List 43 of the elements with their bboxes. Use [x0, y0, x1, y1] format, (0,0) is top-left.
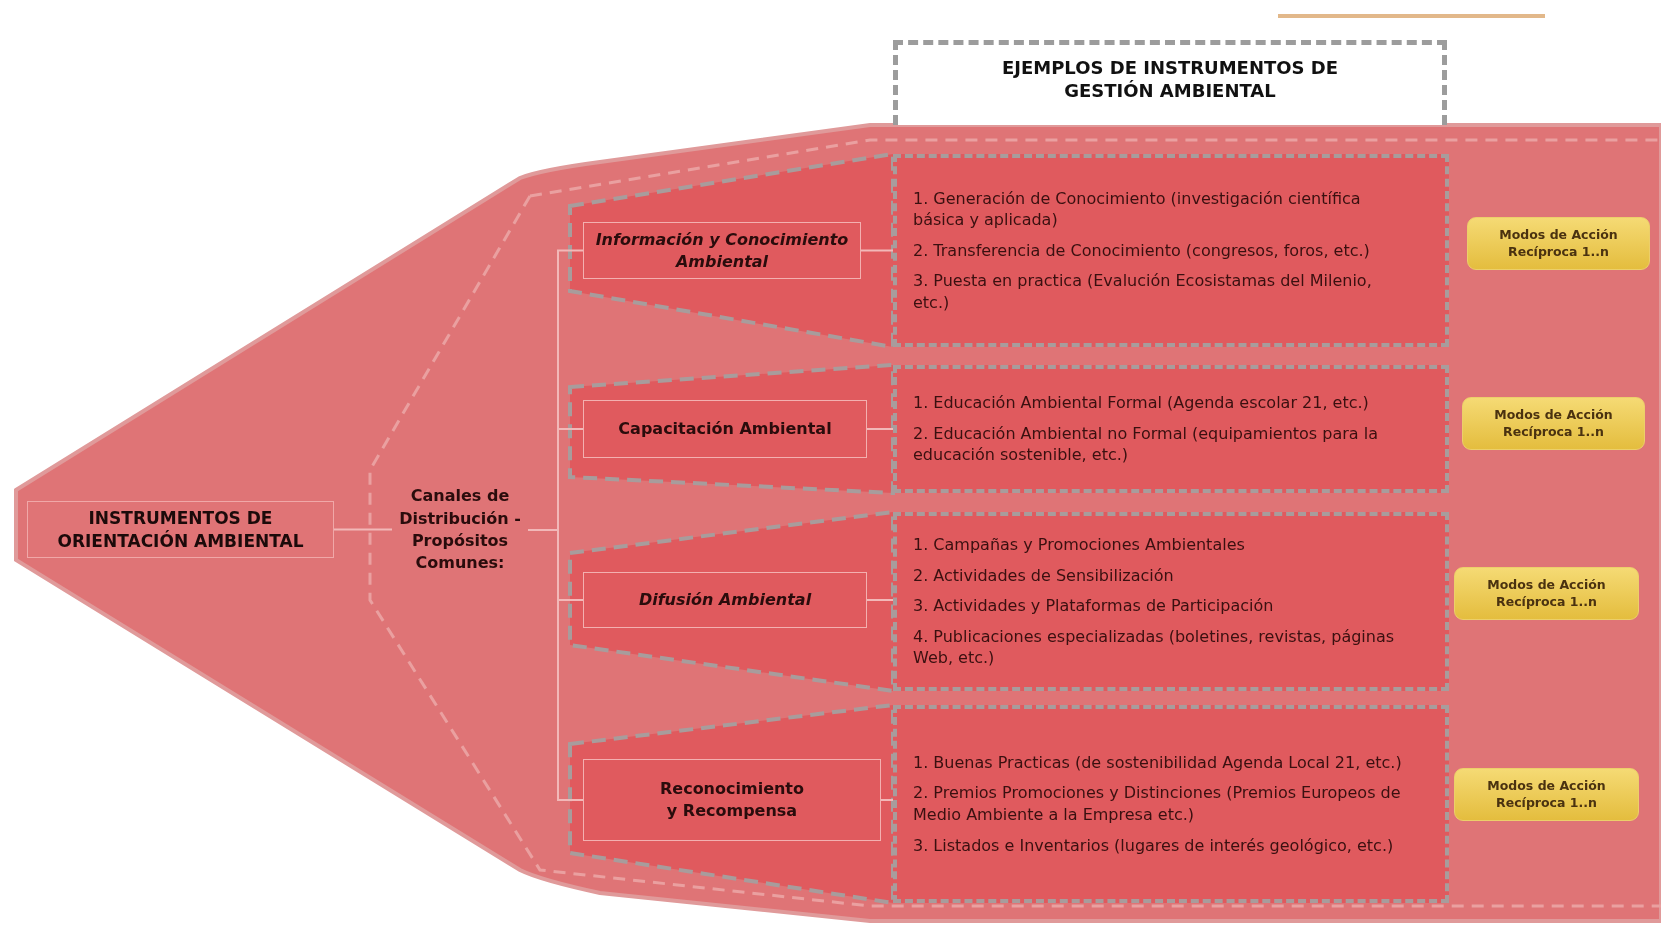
badge-label: Modos de Acción Recíproca 1..n [1498, 226, 1619, 261]
action-badge [1454, 567, 1639, 620]
action-badge [1462, 397, 1645, 450]
examples-panel [893, 705, 1449, 903]
category-box [583, 759, 881, 841]
connector-line [866, 599, 894, 601]
list-item: 1. Educación Ambiental Formal (Agenda escolar 21, etc.) [913, 392, 1370, 414]
list-item: 1. Buenas Practicas (de sostenibilidad Agenda Local 21, etc.) [913, 751, 1403, 774]
connector-line [880, 799, 894, 801]
action-badge [1467, 217, 1650, 270]
badge-label: Modos de Acción Recíproca 1..n [1486, 777, 1607, 812]
list-item: 2. Actividades de Sensibilización [913, 564, 1175, 587]
examples-panel [893, 154, 1449, 347]
category-label: Difusión Ambiental [638, 589, 812, 611]
list-item: 2. Premios Promociones y Distinciones (Premios Europeos de Medio Ambiente a la Empresa etc.) [913, 782, 1402, 826]
list-item: 3. Actividades y Plataformas de Participación [913, 595, 1275, 617]
connector-line [333, 528, 393, 531]
list-item: 3. Puesta en practica (Evalución Ecosistamas del Milenio, etc.) [913, 270, 1373, 314]
list-item: 3. Listados e Inventarios (lugares de interés geológico, etc.) [913, 834, 1395, 857]
category-label: Información y Conocimiento Ambiental [594, 228, 850, 273]
list-item: 1. Generación de Conocimiento (investigación científica básica y aplicada) [913, 187, 1362, 231]
title-box [27, 501, 334, 558]
action-badge [1454, 768, 1639, 821]
title-text: INSTRUMENTOS DE ORIENTACIÓN AMBIENTAL [56, 507, 305, 552]
heading-text: EJEMPLOS DE INSTRUMENTOS DE GESTIÓN AMBIENTAL [1000, 57, 1340, 102]
channel-label: Canales de Distribución - Propósitos Comunes: [392, 482, 528, 578]
list-item: 2. Educación Ambiental no Formal (equipamientos para la educación sostenible, etc.) [913, 422, 1379, 466]
examples-panel [893, 365, 1449, 493]
heading-box [893, 40, 1447, 125]
category-box [583, 222, 861, 279]
category-box [583, 400, 867, 458]
badge-label: Modos de Acción Recíproca 1..n [1486, 576, 1607, 611]
connector-line [527, 529, 584, 801]
list-item: 1. Campañas y Promociones Ambientales [913, 534, 1246, 556]
category-label: Capacitación Ambiental [618, 418, 832, 440]
category-box [583, 572, 867, 628]
list-item: 4. Publicaciones especializadas (boletines, revistas, páginas Web, etc.) [913, 625, 1396, 669]
category-label: Reconocimiento y Recompensa [658, 778, 805, 822]
connector-line [860, 249, 894, 252]
examples-panel [893, 512, 1449, 691]
badge-label: Modos de Acción Recíproca 1..n [1493, 406, 1614, 441]
connector-line [866, 428, 894, 430]
list-item: 2. Transferencia de Conocimiento (congresos, foros, etc.) [913, 239, 1371, 262]
